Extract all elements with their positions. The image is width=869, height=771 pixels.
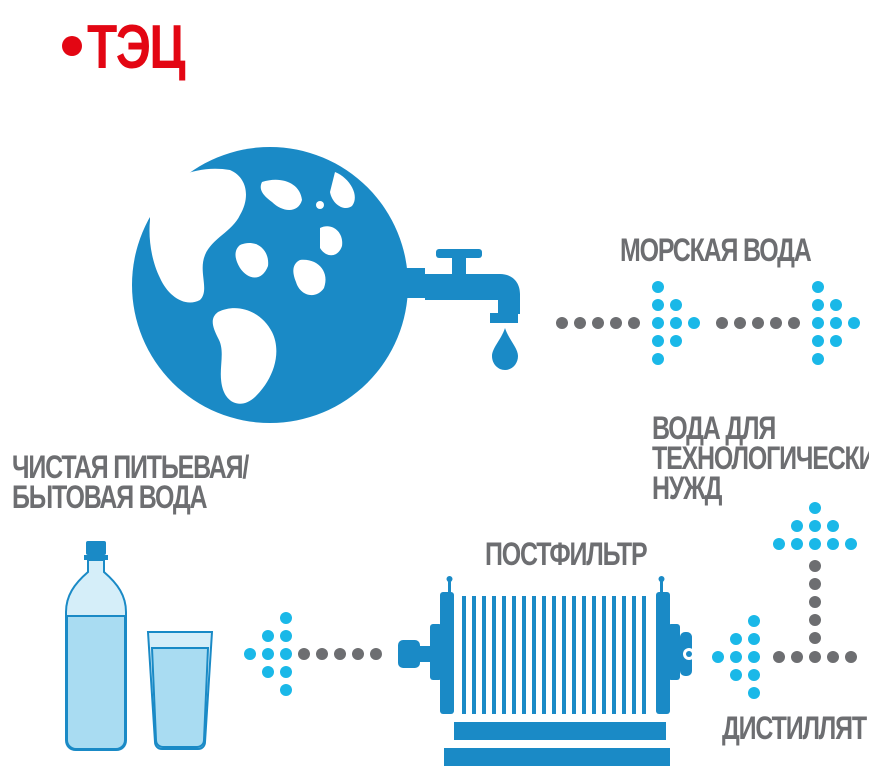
distillate-label: ДИСТИЛЛЯТ [722,710,867,746]
bottle-icon [65,541,127,751]
process-water-flow [773,560,857,663]
process-water-label-line-1: ВОДА ДЛЯ [652,410,776,446]
globe-icon [132,147,408,423]
arrow-left-icon-drinking [244,612,292,696]
arrow-right-icon-1 [652,281,700,365]
postfilter-icon [398,576,695,766]
glass-icon [146,631,214,750]
title-text: ТЭЦ [87,13,186,82]
arrow-up-icon [773,502,857,550]
drinking-water-flow [298,648,382,660]
drinking-water-label-line-1: ЧИСТАЯ ПИТЬЕВАЯ/ [12,449,249,485]
faucet-icon [405,249,520,370]
process-water-label-line-3: НУЖД [652,470,722,506]
sea-water-label: МОРСКАЯ ВОДА [620,232,812,268]
title-bullet-icon [62,36,82,56]
process-water-label-line-2: ТЕХНОЛОГИЧЕСКИХ [652,440,869,476]
sea-water-flow [556,281,860,365]
postfilter-label: ПОСТФИЛЬТР [485,536,648,572]
arrow-left-icon-distillate [712,615,760,699]
drinking-water-label: ЧИСТАЯ ПИТЬЕВАЯ/ БЫТОВАЯ ВОДА [12,449,249,515]
arrow-right-icon-2 [812,281,860,365]
process-water-label: ВОДА ДЛЯ ТЕХНОЛОГИЧЕСКИХ НУЖД [652,410,869,506]
drinking-water-label-line-2: БЫТОВАЯ ВОДА [12,479,208,515]
